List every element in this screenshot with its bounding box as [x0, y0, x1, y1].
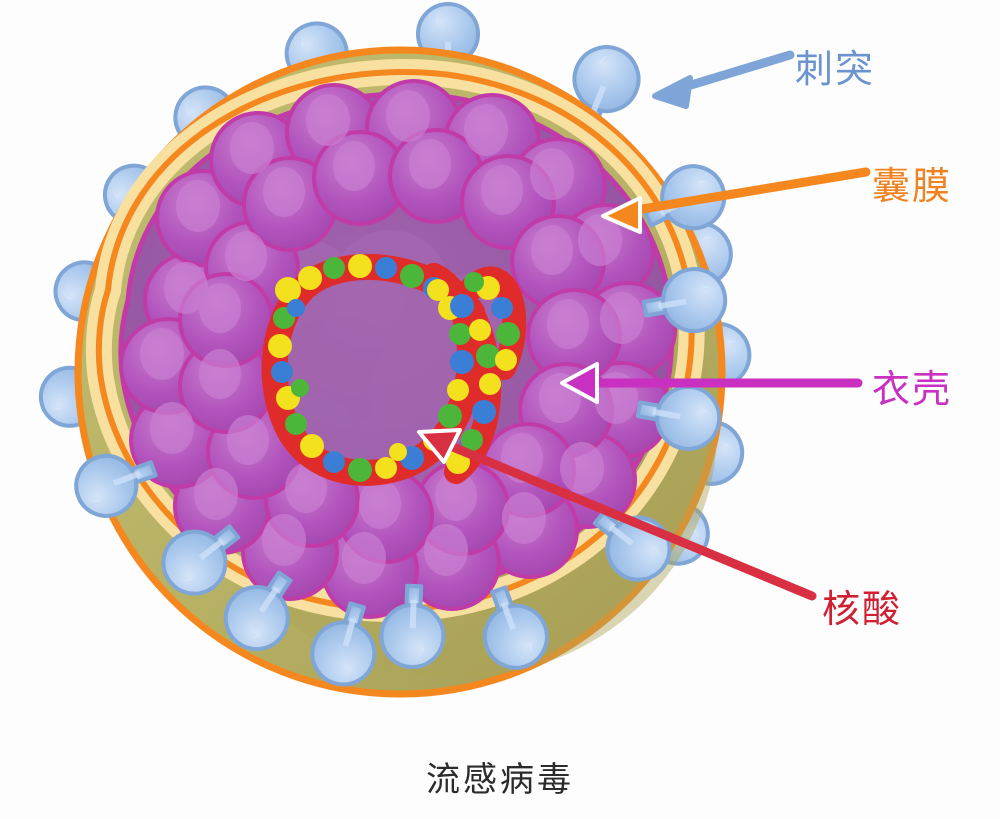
label-envelope: 囊膜	[872, 164, 953, 208]
spike-icon	[223, 570, 293, 652]
arrow-spike	[652, 50, 795, 109]
label-nucleic-acid: 核酸	[822, 587, 903, 631]
arrow-envelope	[601, 167, 871, 234]
label-spike: 刺突	[795, 47, 876, 91]
spike-icon	[635, 384, 722, 451]
nucleic-acid-strand	[261, 254, 527, 486]
capsid-highlights	[140, 90, 644, 584]
spike-icon	[641, 267, 728, 334]
virus-body	[38, 2, 752, 698]
annotation-arrows	[417, 50, 871, 601]
arrow-capsid	[560, 362, 863, 404]
capsid-layer	[119, 79, 677, 619]
cutaway-opening	[118, 79, 677, 619]
spike-icon	[379, 583, 446, 670]
spike-icon	[310, 601, 377, 687]
arrow-nucleic-acid	[417, 428, 817, 601]
nucleic-beads	[268, 254, 520, 482]
label-capsid: 衣壳	[872, 367, 953, 411]
spike-icon	[161, 524, 241, 596]
spike-icon	[74, 453, 158, 518]
figure-caption: 流感病毒	[426, 760, 574, 800]
spike-icon	[482, 585, 549, 670]
